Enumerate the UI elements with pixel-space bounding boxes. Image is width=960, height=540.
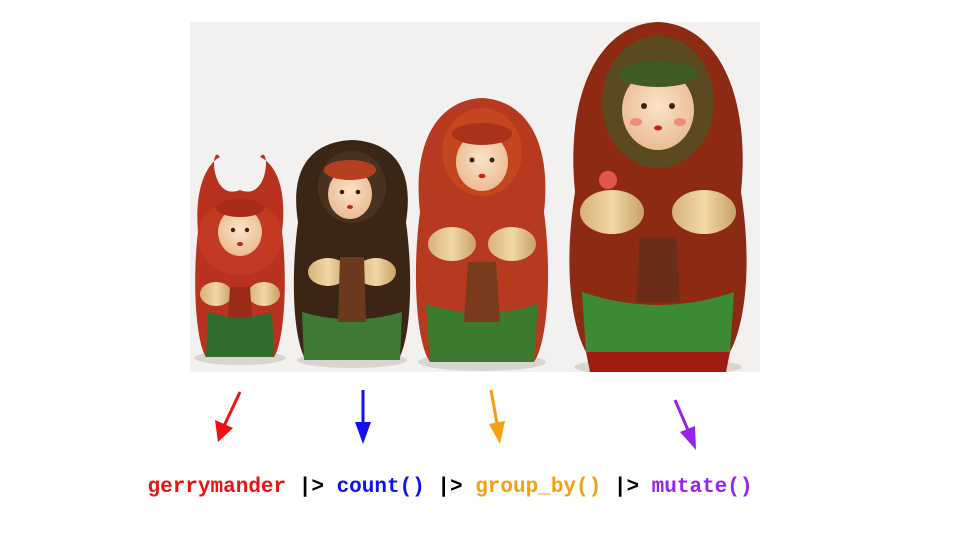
- token-gerrymander: gerrymander: [147, 476, 287, 499]
- matryoshka-photo: [190, 22, 760, 376]
- doll-largest: [569, 22, 747, 376]
- arrow-red: [215, 391, 242, 442]
- pipeline-code: gerrymander |> count() |> group_by() |> …: [0, 476, 900, 499]
- token-mutate: mutate(): [651, 476, 753, 499]
- dolls-illustration: [194, 22, 747, 376]
- doll-medium: [415, 98, 549, 371]
- pipe-operator-3: |>: [601, 476, 652, 499]
- token-group-by: group_by(): [475, 476, 602, 499]
- pipe-operator-1: |>: [286, 476, 337, 499]
- arrow-orange: [489, 389, 505, 444]
- doll-smallest: [194, 154, 286, 365]
- doll-small: [293, 140, 411, 368]
- arrow-purple: [673, 399, 696, 450]
- token-count: count(): [336, 476, 425, 499]
- arrow-blue: [355, 390, 371, 444]
- pipe-operator-2: |>: [424, 476, 476, 499]
